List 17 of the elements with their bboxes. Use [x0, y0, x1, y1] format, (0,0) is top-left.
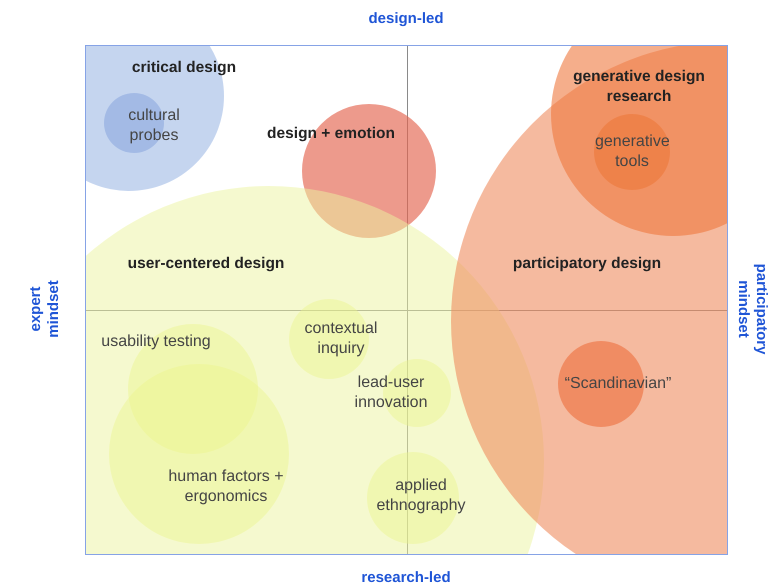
method-label: “Scandinavian”: [564, 374, 672, 394]
method-label: contextual inquiry: [304, 319, 378, 359]
approach-label: user-centered design: [128, 254, 284, 274]
method-label: cultural probes: [127, 106, 181, 146]
axis-label: research-led: [361, 569, 451, 587]
axis-label: expert mindset: [27, 279, 63, 340]
axis-label: design-led: [368, 10, 444, 28]
method-label: human factors + ergonomics: [167, 467, 285, 507]
method-label: lead-user innovation: [354, 373, 428, 413]
axis-label: participatory mindset: [734, 262, 770, 356]
approach-label: critical design: [132, 58, 236, 78]
approach-label: generative design research: [572, 67, 706, 107]
approach-label: participatory design: [512, 254, 662, 274]
method-label: applied ethnography: [376, 476, 466, 516]
method-label: generative tools: [595, 132, 669, 172]
approach-label: design + emotion: [267, 124, 395, 144]
method-label: usability testing: [101, 332, 211, 352]
